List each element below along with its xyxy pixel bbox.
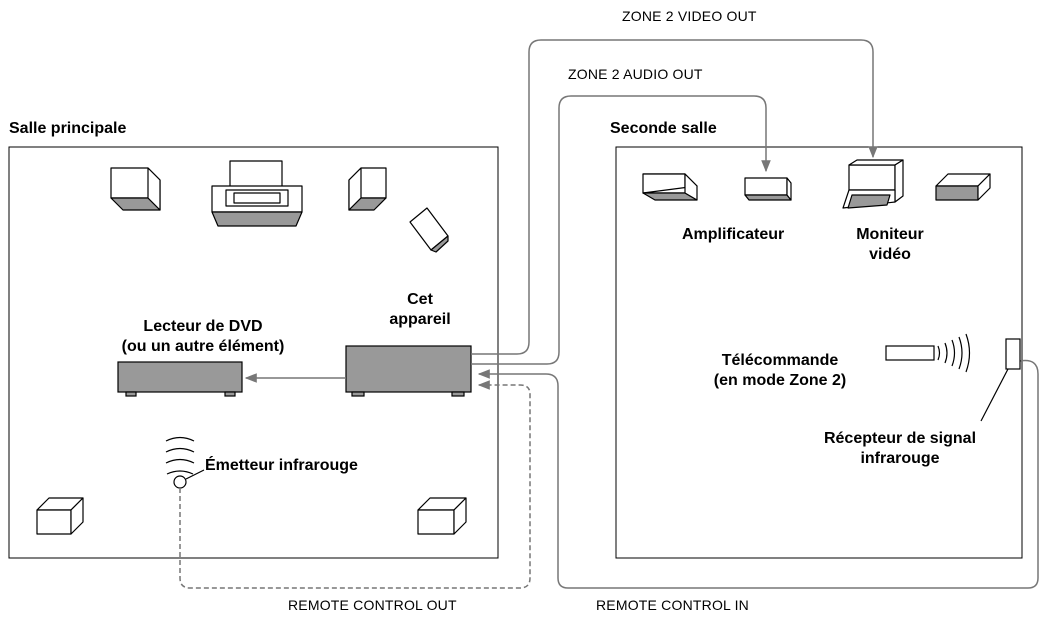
remote-control-out-label: REMOTE CONTROL OUT [288, 597, 457, 613]
remote-control-in-cable [477, 359, 1039, 589]
amplifier-icon [744, 177, 792, 201]
video-monitor-label-line1: Moniteur [856, 226, 924, 243]
second-room-right-speaker-icon [935, 173, 991, 201]
main-room-box [8, 146, 499, 559]
ir-receiver-label-line1: Récepteur de signal [823, 430, 977, 447]
front-left-speaker-icon [110, 167, 161, 211]
receiver-label-line1: Cet [407, 291, 433, 308]
remote-control-label-line2: (en mode Zone 2) [713, 372, 847, 389]
remote-control-out-cable [179, 380, 531, 589]
center-speaker-tv-icon [211, 160, 303, 227]
remote-control-in-label: REMOTE CONTROL IN [596, 597, 749, 613]
zone2-video-out-label: ZONE 2 VIDEO OUT [622, 8, 757, 24]
ir-emitter-icon [165, 436, 205, 489]
ir-emitter-label: Émetteur infrarouge [205, 457, 358, 474]
second-room-title: Seconde salle [610, 120, 717, 137]
zone2-audio-out-cable [471, 95, 771, 365]
video-monitor-label: Moniteur vidéo [836, 225, 944, 265]
dvd-player-label-line1: Lecteur de DVD [143, 318, 263, 335]
second-room-left-speaker-icon [642, 173, 698, 201]
remote-control-label-line1: Télécommande [721, 352, 839, 369]
zone2-video-out-cable [471, 39, 878, 355]
dvd-player-icon [117, 361, 243, 397]
dvd-player-label-line2: (ou un autre élément) [121, 338, 285, 355]
main-room-title: Salle principale [9, 120, 127, 137]
receiver-label-line2: appareil [389, 311, 451, 328]
front-right-speaker-icon [348, 167, 387, 211]
zone2-audio-out-label: ZONE 2 AUDIO OUT [568, 66, 703, 82]
video-monitor-icon [842, 159, 904, 209]
dvd-player-label: Lecteur de DVD (ou un autre élément) [90, 317, 316, 357]
remote-control-label: Télécommande (en mode Zone 2) [680, 351, 880, 391]
ir-receiver-icon [980, 338, 1021, 422]
receiver-icon [345, 345, 472, 397]
rear-right-speaker-icon [417, 497, 467, 535]
amplifier-label: Amplificateur [682, 226, 785, 243]
remote-control-icon [885, 333, 971, 373]
ir-receiver-label-line2: infrarouge [860, 450, 940, 467]
rear-left-speaker-icon [36, 497, 84, 535]
ir-receiver-label: Récepteur de signal infrarouge [788, 429, 1012, 469]
second-room-box [615, 146, 1023, 559]
subwoofer-speaker-icon [409, 207, 449, 253]
video-monitor-label-line2: vidéo [869, 246, 911, 263]
receiver-label: Cet appareil [370, 290, 470, 330]
